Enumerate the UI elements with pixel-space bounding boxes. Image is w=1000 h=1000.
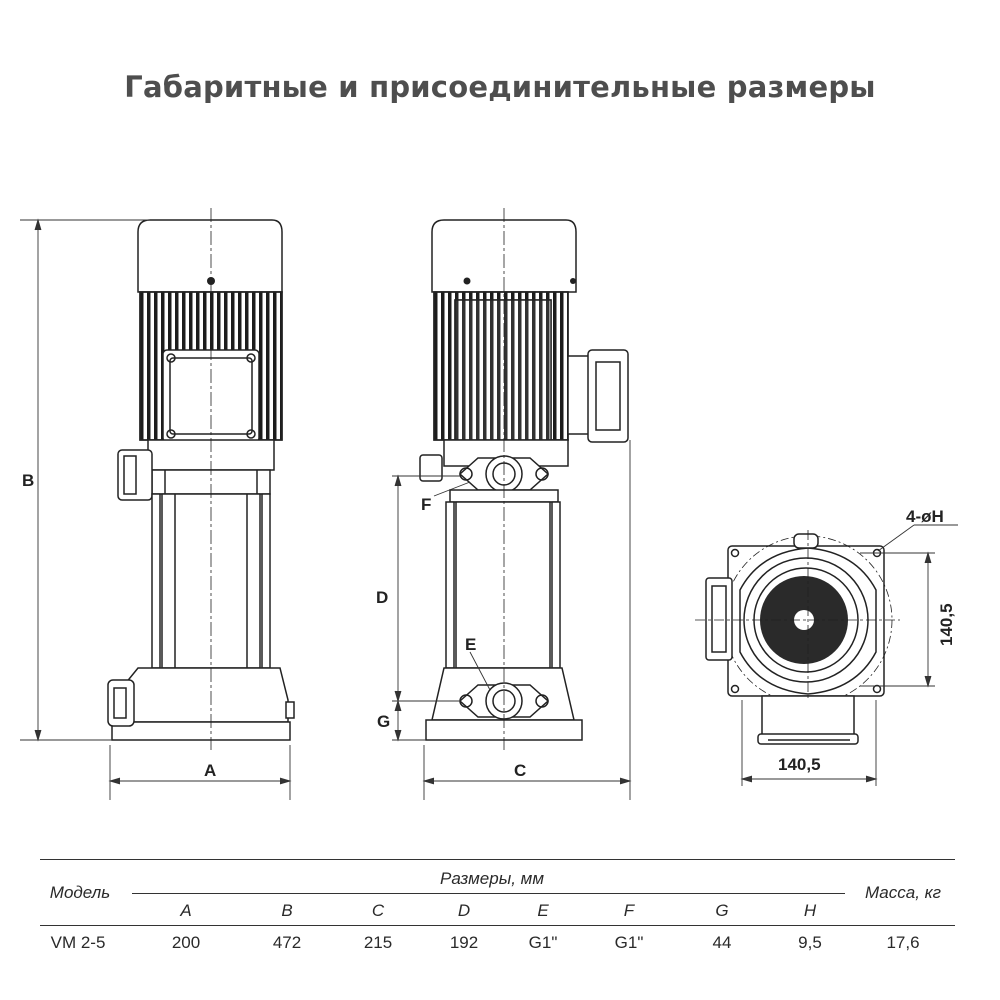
col-header-e: E xyxy=(537,901,549,920)
label-b: B xyxy=(22,471,34,490)
value-g: 44 xyxy=(712,933,732,952)
pump-technical-drawing: B A xyxy=(20,208,958,800)
col-header-f: F xyxy=(623,901,635,920)
dimension-b xyxy=(20,218,150,742)
table-top-rule xyxy=(40,859,955,860)
row-model: VM 2-5 xyxy=(50,933,106,952)
dimension-base xyxy=(740,524,958,786)
label-a: A xyxy=(204,761,216,780)
label-holes: 4-øH xyxy=(906,507,944,526)
col-header-b: B xyxy=(281,901,293,920)
col-header-g: G xyxy=(715,901,729,920)
label-f: F xyxy=(421,495,431,514)
label-d: D xyxy=(376,588,388,607)
value-mass: 17,6 xyxy=(886,933,920,952)
value-h: 9,5 xyxy=(798,933,822,952)
dimension-c xyxy=(422,440,632,800)
label-base-width: 140,5 xyxy=(778,755,821,774)
header-dimensions: Размеры, мм xyxy=(440,869,544,888)
header-model: Модель xyxy=(49,883,111,902)
header-mass: Масса, кг xyxy=(864,883,942,902)
pump-front-view xyxy=(107,208,295,750)
header-dimensions-rule xyxy=(132,893,845,894)
dimension-a xyxy=(108,745,292,800)
label-base-depth: 140,5 xyxy=(937,603,956,646)
col-header-h: H xyxy=(803,901,817,920)
spec-table: Модель Размеры, мм Масса, кг A B C D E F… xyxy=(0,855,1000,1000)
dimension-d-g xyxy=(392,474,491,742)
col-header-d: D xyxy=(457,901,471,920)
value-a: 200 xyxy=(171,933,201,952)
value-d: 192 xyxy=(449,933,479,952)
label-e: E xyxy=(465,635,476,654)
col-header-a: A xyxy=(180,901,192,920)
value-f: G1" xyxy=(614,933,644,952)
header-bottom-rule xyxy=(40,925,955,926)
col-header-c: C xyxy=(371,901,385,920)
pump-side-view xyxy=(419,208,629,750)
value-c: 215 xyxy=(363,933,393,952)
value-e: G1" xyxy=(528,933,558,952)
value-b: 472 xyxy=(272,933,302,952)
pump-top-view xyxy=(695,530,900,745)
page-title: Габаритные и присоединительные размеры xyxy=(124,70,876,104)
label-g: G xyxy=(377,712,390,731)
label-c: C xyxy=(514,761,526,780)
